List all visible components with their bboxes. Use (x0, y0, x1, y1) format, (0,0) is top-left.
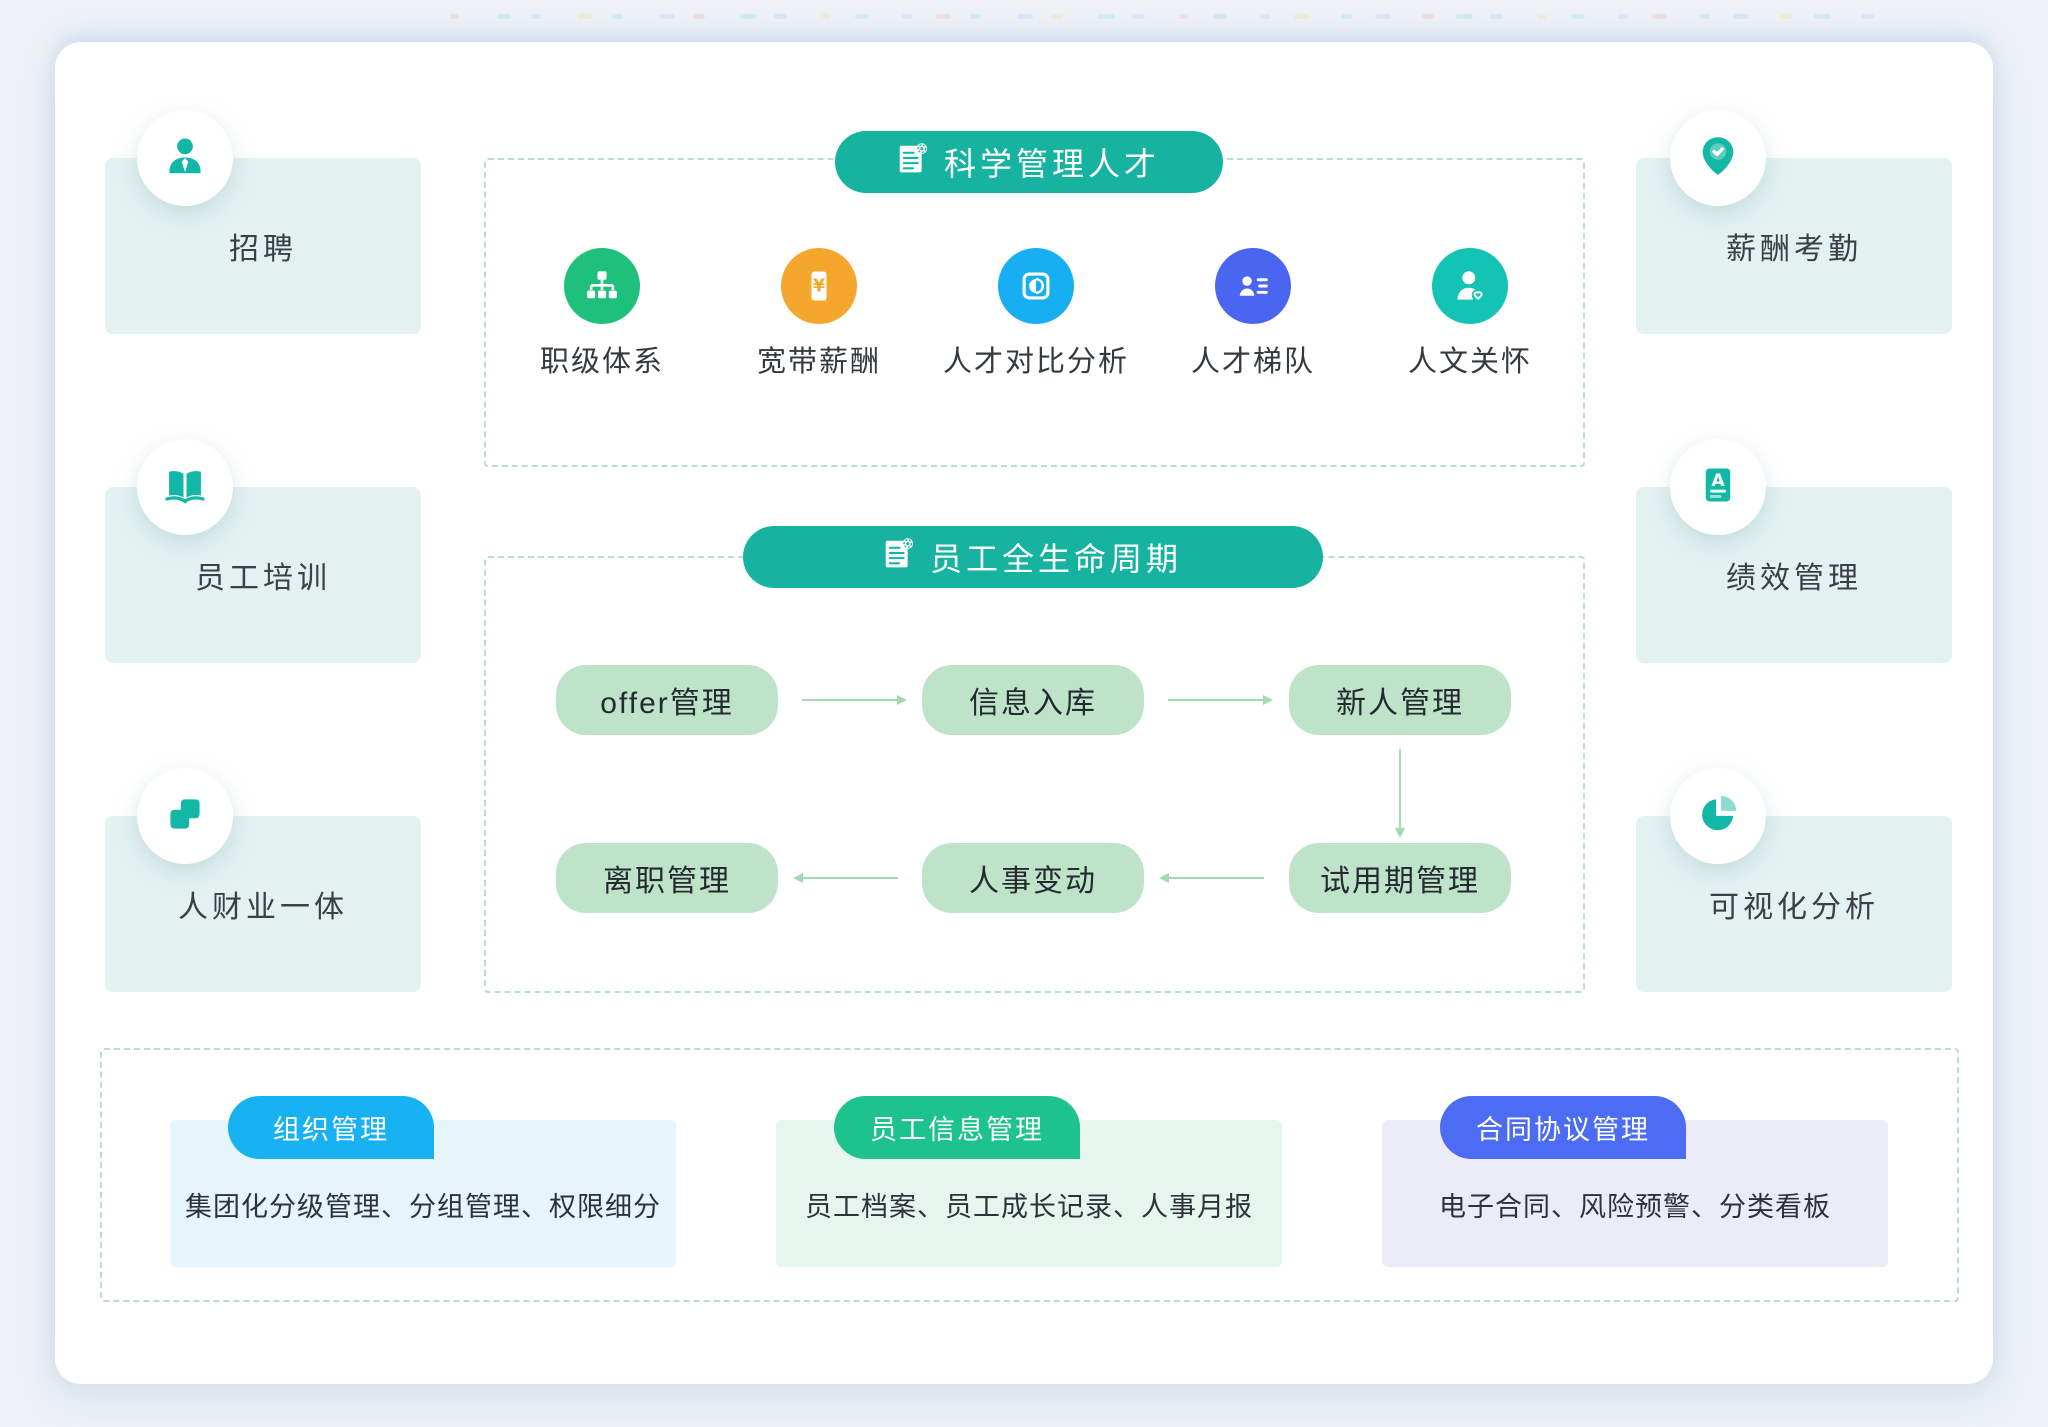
open-book-icon (162, 462, 208, 513)
talent-label: 宽带薪酬 (756, 346, 881, 378)
svg-text:A: A (1711, 471, 1725, 491)
side-box-label: 员工培训 (195, 562, 331, 595)
training-icon-circle (137, 439, 233, 535)
flow-node-offer: offer管理 (556, 665, 778, 735)
lifecycle-panel-title-pill: 员工全生命周期 (743, 526, 1323, 588)
confetti-dash (1618, 14, 1628, 19)
org-management-pill: 组织管理 (228, 1096, 434, 1159)
confetti-dash (1294, 14, 1309, 19)
talent-label: 人才对比分析 (942, 346, 1129, 378)
confetti-dash (1213, 14, 1227, 19)
confetti-dash (531, 14, 541, 19)
overlap-squares-icon (162, 791, 208, 842)
card-description: 集团化分级管理、分组管理、权限细分 (185, 1192, 661, 1222)
confetti-dash (1652, 14, 1667, 19)
talent-label: 人才梯队 (1190, 346, 1315, 378)
talent-item-rank-system: 职级体系 (502, 248, 702, 380)
talent-label: 职级体系 (539, 346, 664, 378)
flow-node-probation: 试用期管理 (1289, 843, 1511, 913)
confetti-dash (774, 14, 787, 19)
confetti-dash (1814, 14, 1831, 19)
contact-list-icon (1215, 248, 1291, 324)
confetti-dash (1456, 14, 1473, 19)
talent-item-broadband-salary: ¥ 宽带薪酬 (719, 248, 919, 380)
performance-icon-circle: A (1670, 439, 1766, 535)
confetti-dash (1537, 14, 1546, 19)
confetti-dash (1780, 14, 1792, 19)
confetti-dash (612, 14, 623, 19)
confetti-dash (1098, 14, 1115, 19)
confetti-dash (1179, 14, 1188, 19)
visual-analysis-icon-circle (1670, 768, 1766, 864)
lifecycle-panel: offer管理 信息入库 新人管理 离职管理 人事变动 试用期管理 (484, 556, 1585, 993)
compare-icon (998, 248, 1074, 324)
side-box-label: 薪酬考勤 (1726, 233, 1862, 266)
confetti-dash (1861, 14, 1874, 19)
document-gear-icon (898, 142, 928, 183)
flow-node-newcomer: 新人管理 (1289, 665, 1511, 735)
confetti-dash (578, 14, 593, 19)
document-gear-icon (884, 537, 914, 578)
talent-item-humanistic-care: 人文关怀 (1370, 248, 1570, 380)
user-tie-icon (162, 133, 208, 184)
side-box-label: 招聘 (229, 233, 297, 266)
confetti-dash (1733, 14, 1749, 19)
arrow-left-icon (793, 873, 898, 883)
confetti-dash (970, 14, 981, 19)
confetti-dash (1260, 14, 1270, 19)
side-box-performance: 绩效管理 (1636, 487, 1952, 663)
confetti-dash (1490, 14, 1503, 19)
grade-report-icon: A (1695, 462, 1741, 513)
flow-node-personnel-change: 人事变动 (922, 843, 1144, 913)
arrow-left-icon (1159, 873, 1264, 883)
card-description: 员工档案、员工成长记录、人事月报 (805, 1192, 1253, 1222)
svg-text:¥: ¥ (813, 276, 825, 296)
hr-finance-icon-circle (137, 768, 233, 864)
flow-node-resignation: 离职管理 (556, 843, 778, 913)
contract-management-pill: 合同协议管理 (1440, 1096, 1686, 1159)
confetti-dash (1017, 14, 1033, 19)
confetti-dash (1571, 14, 1585, 19)
talent-item-talent-echelon: 人才梯队 (1153, 248, 1353, 380)
talent-panel: 职级体系 ¥ 宽带薪酬 人才对比分析 (484, 158, 1585, 467)
confetti-dash (450, 14, 459, 19)
confetti-dash (855, 14, 869, 19)
location-check-icon (1695, 133, 1741, 184)
confetti-dash (740, 14, 757, 19)
confetti-dash (693, 14, 705, 19)
management-panel: 集团化分级管理、分组管理、权限细分 组织管理 员工档案、员工成长记录、人事月报 … (100, 1048, 1959, 1302)
org-chart-icon (564, 248, 640, 324)
confetti-dash (1132, 14, 1145, 19)
confetti-dash (497, 14, 511, 19)
employee-info-pill: 员工信息管理 (834, 1096, 1080, 1159)
confetti-dash (821, 14, 830, 19)
arrow-down-icon (1395, 749, 1405, 838)
confetti-dash (659, 14, 675, 19)
recruiting-icon-circle (137, 110, 233, 206)
confetti-dash (1375, 14, 1391, 19)
confetti-dash (902, 14, 912, 19)
payroll-icon-circle (1670, 110, 1766, 206)
flow-node-info-entry: 信息入库 (922, 665, 1144, 735)
arrow-right-icon (802, 695, 907, 705)
pie-chart-icon (1695, 791, 1741, 842)
confetti-dash (1699, 14, 1710, 19)
card-description: 电子合同、风险预警、分类看板 (1439, 1192, 1831, 1222)
confetti-dash (1051, 14, 1063, 19)
talent-label: 人文关怀 (1407, 346, 1532, 378)
side-box-label: 人财业一体 (178, 891, 348, 924)
talent-panel-title: 科学管理人才 (943, 146, 1160, 182)
arrow-right-icon (1168, 695, 1273, 705)
side-box-label: 可视化分析 (1709, 891, 1879, 924)
confetti-dash (1341, 14, 1352, 19)
talent-panel-title-pill: 科学管理人才 (835, 131, 1223, 193)
salary-doc-icon: ¥ (781, 248, 857, 324)
confetti-dash (936, 14, 951, 19)
talent-item-talent-comparison: 人才对比分析 (936, 248, 1136, 380)
confetti-dash (1422, 14, 1434, 19)
side-box-label: 绩效管理 (1726, 562, 1862, 595)
care-icon (1432, 248, 1508, 324)
lifecycle-panel-title: 员工全生命周期 (929, 541, 1182, 577)
